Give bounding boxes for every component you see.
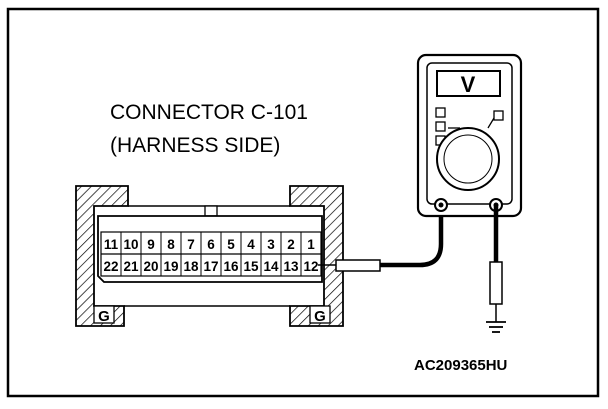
meter-switch-4 bbox=[493, 110, 504, 121]
ground-probe bbox=[486, 205, 506, 333]
top-row-pin-1: 1 bbox=[307, 237, 315, 252]
positive-probe bbox=[318, 205, 444, 272]
probe-tip-black bbox=[489, 261, 503, 305]
meter-switch-1 bbox=[435, 107, 446, 118]
top-row-pin-3: 3 bbox=[267, 237, 275, 252]
bottom-row-pin-20: 20 bbox=[143, 259, 158, 274]
top-row-pin-8: 8 bbox=[167, 237, 175, 252]
top-row-pin-2: 2 bbox=[287, 237, 295, 252]
top-row-pin-5: 5 bbox=[227, 237, 235, 252]
ground-box-left bbox=[93, 305, 115, 324]
meter-dial bbox=[436, 127, 500, 191]
bottom-row-pin-21: 21 bbox=[123, 259, 139, 274]
top-row-pin-7: 7 bbox=[187, 237, 195, 252]
ground-label-right: G bbox=[314, 308, 326, 325]
bottom-row-pin-19: 19 bbox=[163, 259, 178, 274]
connector-latch bbox=[204, 205, 218, 217]
meter-mode-symbol: V bbox=[461, 72, 476, 97]
top-row-pin-6: 6 bbox=[207, 237, 215, 252]
connector-subtitle: (HARNESS SIDE) bbox=[110, 134, 281, 157]
bottom-row-pin-16: 16 bbox=[223, 259, 239, 274]
bottom-row-pin-13: 13 bbox=[283, 259, 299, 274]
bottom-row-pin-17: 17 bbox=[203, 259, 218, 274]
probe-tip-red bbox=[335, 259, 381, 272]
top-row-pin-10: 10 bbox=[123, 237, 138, 252]
bottom-row-pin-14: 14 bbox=[263, 259, 279, 274]
top-row-pin-9: 9 bbox=[147, 237, 155, 252]
bottom-row-pin-15: 15 bbox=[243, 259, 259, 274]
ground-label-left: G bbox=[98, 308, 110, 325]
top-row-pin-4: 4 bbox=[247, 237, 255, 252]
multimeter: V bbox=[416, 53, 523, 218]
meter-display bbox=[436, 70, 501, 97]
connector-title: CONNECTOR C-101 bbox=[110, 101, 308, 124]
diagram-code: AC209365HU bbox=[414, 357, 508, 374]
frame-border bbox=[6, 7, 600, 398]
bottom-row-pin-12: 12 bbox=[303, 259, 318, 274]
top-row-pin-11: 11 bbox=[104, 237, 119, 252]
probe-lead-red bbox=[419, 205, 444, 268]
meter-switch-2 bbox=[435, 121, 446, 132]
ground-box-right bbox=[309, 305, 331, 324]
bottom-row-pin-22: 22 bbox=[103, 259, 118, 274]
bottom-row-pin-18: 18 bbox=[183, 259, 199, 274]
